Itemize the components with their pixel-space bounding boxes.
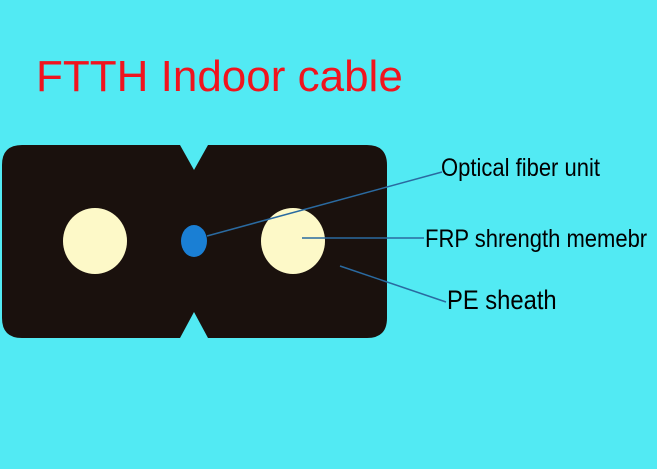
leader-line-sheath (339, 265, 447, 303)
frp-strength-member-right (261, 208, 325, 274)
label-pe-sheath: PE sheath (447, 285, 557, 315)
leader-line-optical-fiber (206, 171, 443, 237)
frp-strength-member-left (63, 208, 127, 274)
optical-fiber-unit (181, 225, 207, 257)
label-optical-fiber-unit: Optical fiber unit (441, 154, 600, 182)
label-frp-strength-member: FRP shrength memebr (425, 225, 648, 253)
diagram-title: FTTH Indoor cable (36, 52, 403, 101)
